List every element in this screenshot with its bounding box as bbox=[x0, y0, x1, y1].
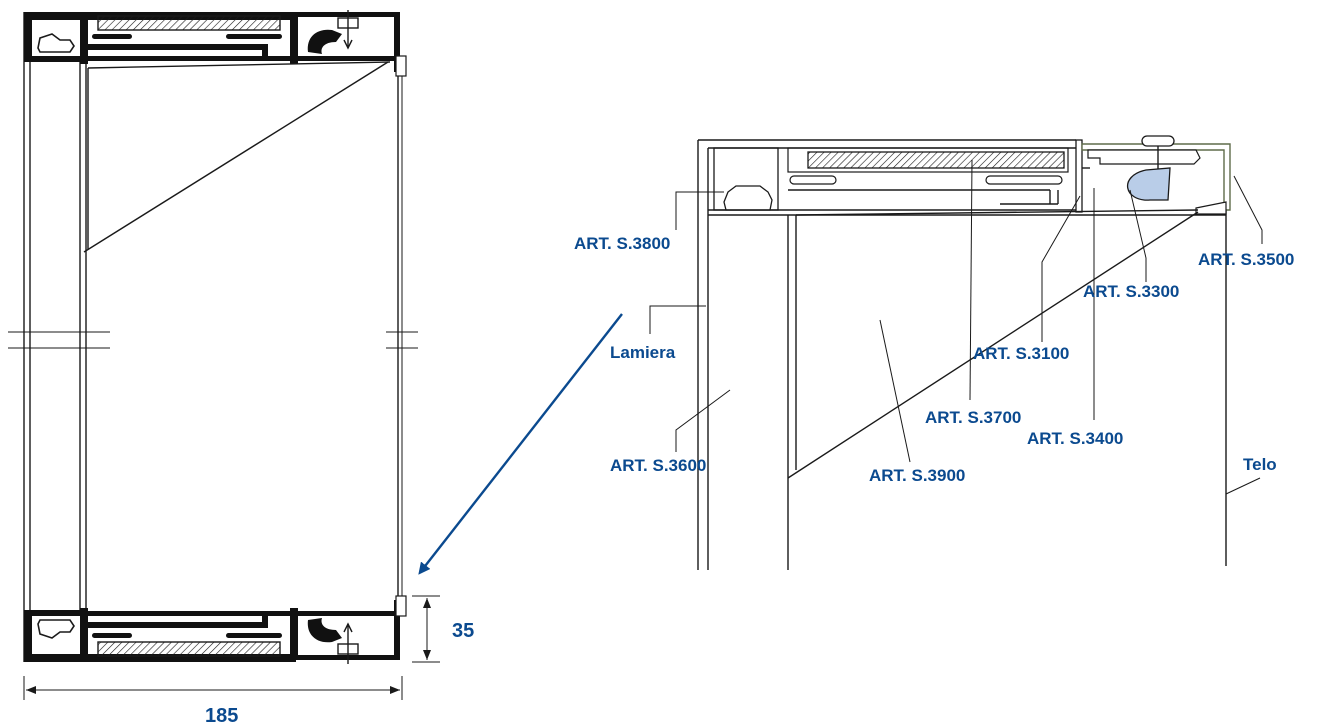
label-art-s3300: ART. S.3300 bbox=[1083, 282, 1179, 301]
leader-s3600 bbox=[675, 389, 731, 452]
label-telo: Telo bbox=[1243, 455, 1277, 474]
right-detail-view bbox=[697, 135, 1231, 570]
top-triangle-diagonal bbox=[83, 61, 389, 253]
leader-telo bbox=[1225, 477, 1261, 495]
bottom-cap-return bbox=[394, 600, 400, 660]
top-slot-left bbox=[92, 34, 132, 39]
top-gasket-s3800 bbox=[37, 33, 75, 53]
label-art-s3600: ART. S.3600 bbox=[610, 456, 706, 475]
bottom-insulation-strip bbox=[97, 641, 281, 657]
bottom-hook-web bbox=[290, 608, 298, 660]
top-inner-rib bbox=[88, 44, 268, 50]
detail-clip-s3400 bbox=[1087, 149, 1201, 165]
leader-s3700 bbox=[969, 159, 973, 401]
label-lamiera: Lamiera bbox=[610, 343, 676, 362]
label-art-s3100: ART. S.3100 bbox=[973, 344, 1069, 363]
bottom-profile-mid-web bbox=[80, 608, 88, 660]
bottom-long-flange bbox=[88, 611, 398, 616]
detail-slot-left bbox=[789, 175, 837, 185]
label-art-s3400: ART. S.3400 bbox=[1027, 429, 1123, 448]
top-insulation-strip bbox=[97, 15, 281, 31]
bottom-seal-s3300 bbox=[307, 618, 342, 643]
detail-pointer-arrow bbox=[418, 313, 623, 575]
dim-185-label: 185 bbox=[205, 705, 238, 725]
label-art-s3500: ART. S.3500 bbox=[1198, 250, 1294, 269]
detail-insulation-s3700 bbox=[807, 151, 1065, 169]
bottom-inner-rib bbox=[88, 622, 268, 628]
bottom-gasket-s3800 bbox=[37, 619, 75, 639]
top-screw-tip bbox=[343, 39, 353, 50]
detail-slot-right bbox=[985, 175, 1063, 185]
bottom-profile-left-web bbox=[24, 612, 32, 660]
detail-seal-s3300 bbox=[1127, 167, 1171, 201]
top-cap-return bbox=[394, 12, 400, 72]
top-profile-bottom-flange bbox=[24, 56, 88, 62]
left-section-view: 35 185 bbox=[8, 10, 474, 725]
leader-s3900 bbox=[879, 319, 911, 463]
bottom-screw-tip bbox=[343, 622, 353, 633]
top-profile-left-web bbox=[24, 12, 32, 60]
leader-s3500 bbox=[1233, 175, 1263, 244]
detail-screw-head bbox=[1141, 135, 1175, 147]
top-rib-tab bbox=[262, 44, 268, 56]
leader-s3300 bbox=[1129, 189, 1147, 282]
bottom-edge-clip bbox=[395, 595, 407, 617]
detail-triangle-diagonal bbox=[787, 211, 1199, 479]
top-seal-s3300 bbox=[307, 29, 342, 54]
dim-35-label: 35 bbox=[452, 620, 474, 642]
leader-s3800 bbox=[675, 191, 724, 230]
detail-gasket-s3800 bbox=[723, 185, 773, 211]
detail-middle-chamber bbox=[787, 147, 1069, 173]
top-profile-mid-web bbox=[80, 12, 88, 64]
leader-lamiera bbox=[649, 305, 706, 334]
label-art-s3700: ART. S.3700 bbox=[925, 408, 1021, 427]
leader-s3100 bbox=[1041, 195, 1081, 342]
bottom-profile-top-flange bbox=[24, 610, 88, 616]
bottom-slot-right bbox=[226, 633, 282, 638]
top-slot-right bbox=[226, 34, 282, 39]
leader-lines bbox=[649, 159, 1263, 495]
top-hook-web bbox=[290, 12, 298, 64]
top-edge-clip bbox=[395, 55, 407, 77]
detail-edge-clip bbox=[1195, 201, 1227, 215]
bottom-slot-left bbox=[92, 633, 132, 638]
bottom-rib-tab bbox=[262, 616, 268, 628]
detail-triangle-top bbox=[795, 209, 1199, 216]
top-long-flange bbox=[88, 56, 398, 61]
top-triangle-horizontal bbox=[87, 61, 391, 69]
label-art-s3900: ART. S.3900 bbox=[869, 466, 965, 485]
bottom-profile-flange bbox=[24, 654, 296, 662]
labels: ART. S.3800 Lamiera ART. S.3600 ART. S.3… bbox=[574, 234, 1294, 485]
label-art-s3800: ART. S.3800 bbox=[574, 234, 670, 253]
